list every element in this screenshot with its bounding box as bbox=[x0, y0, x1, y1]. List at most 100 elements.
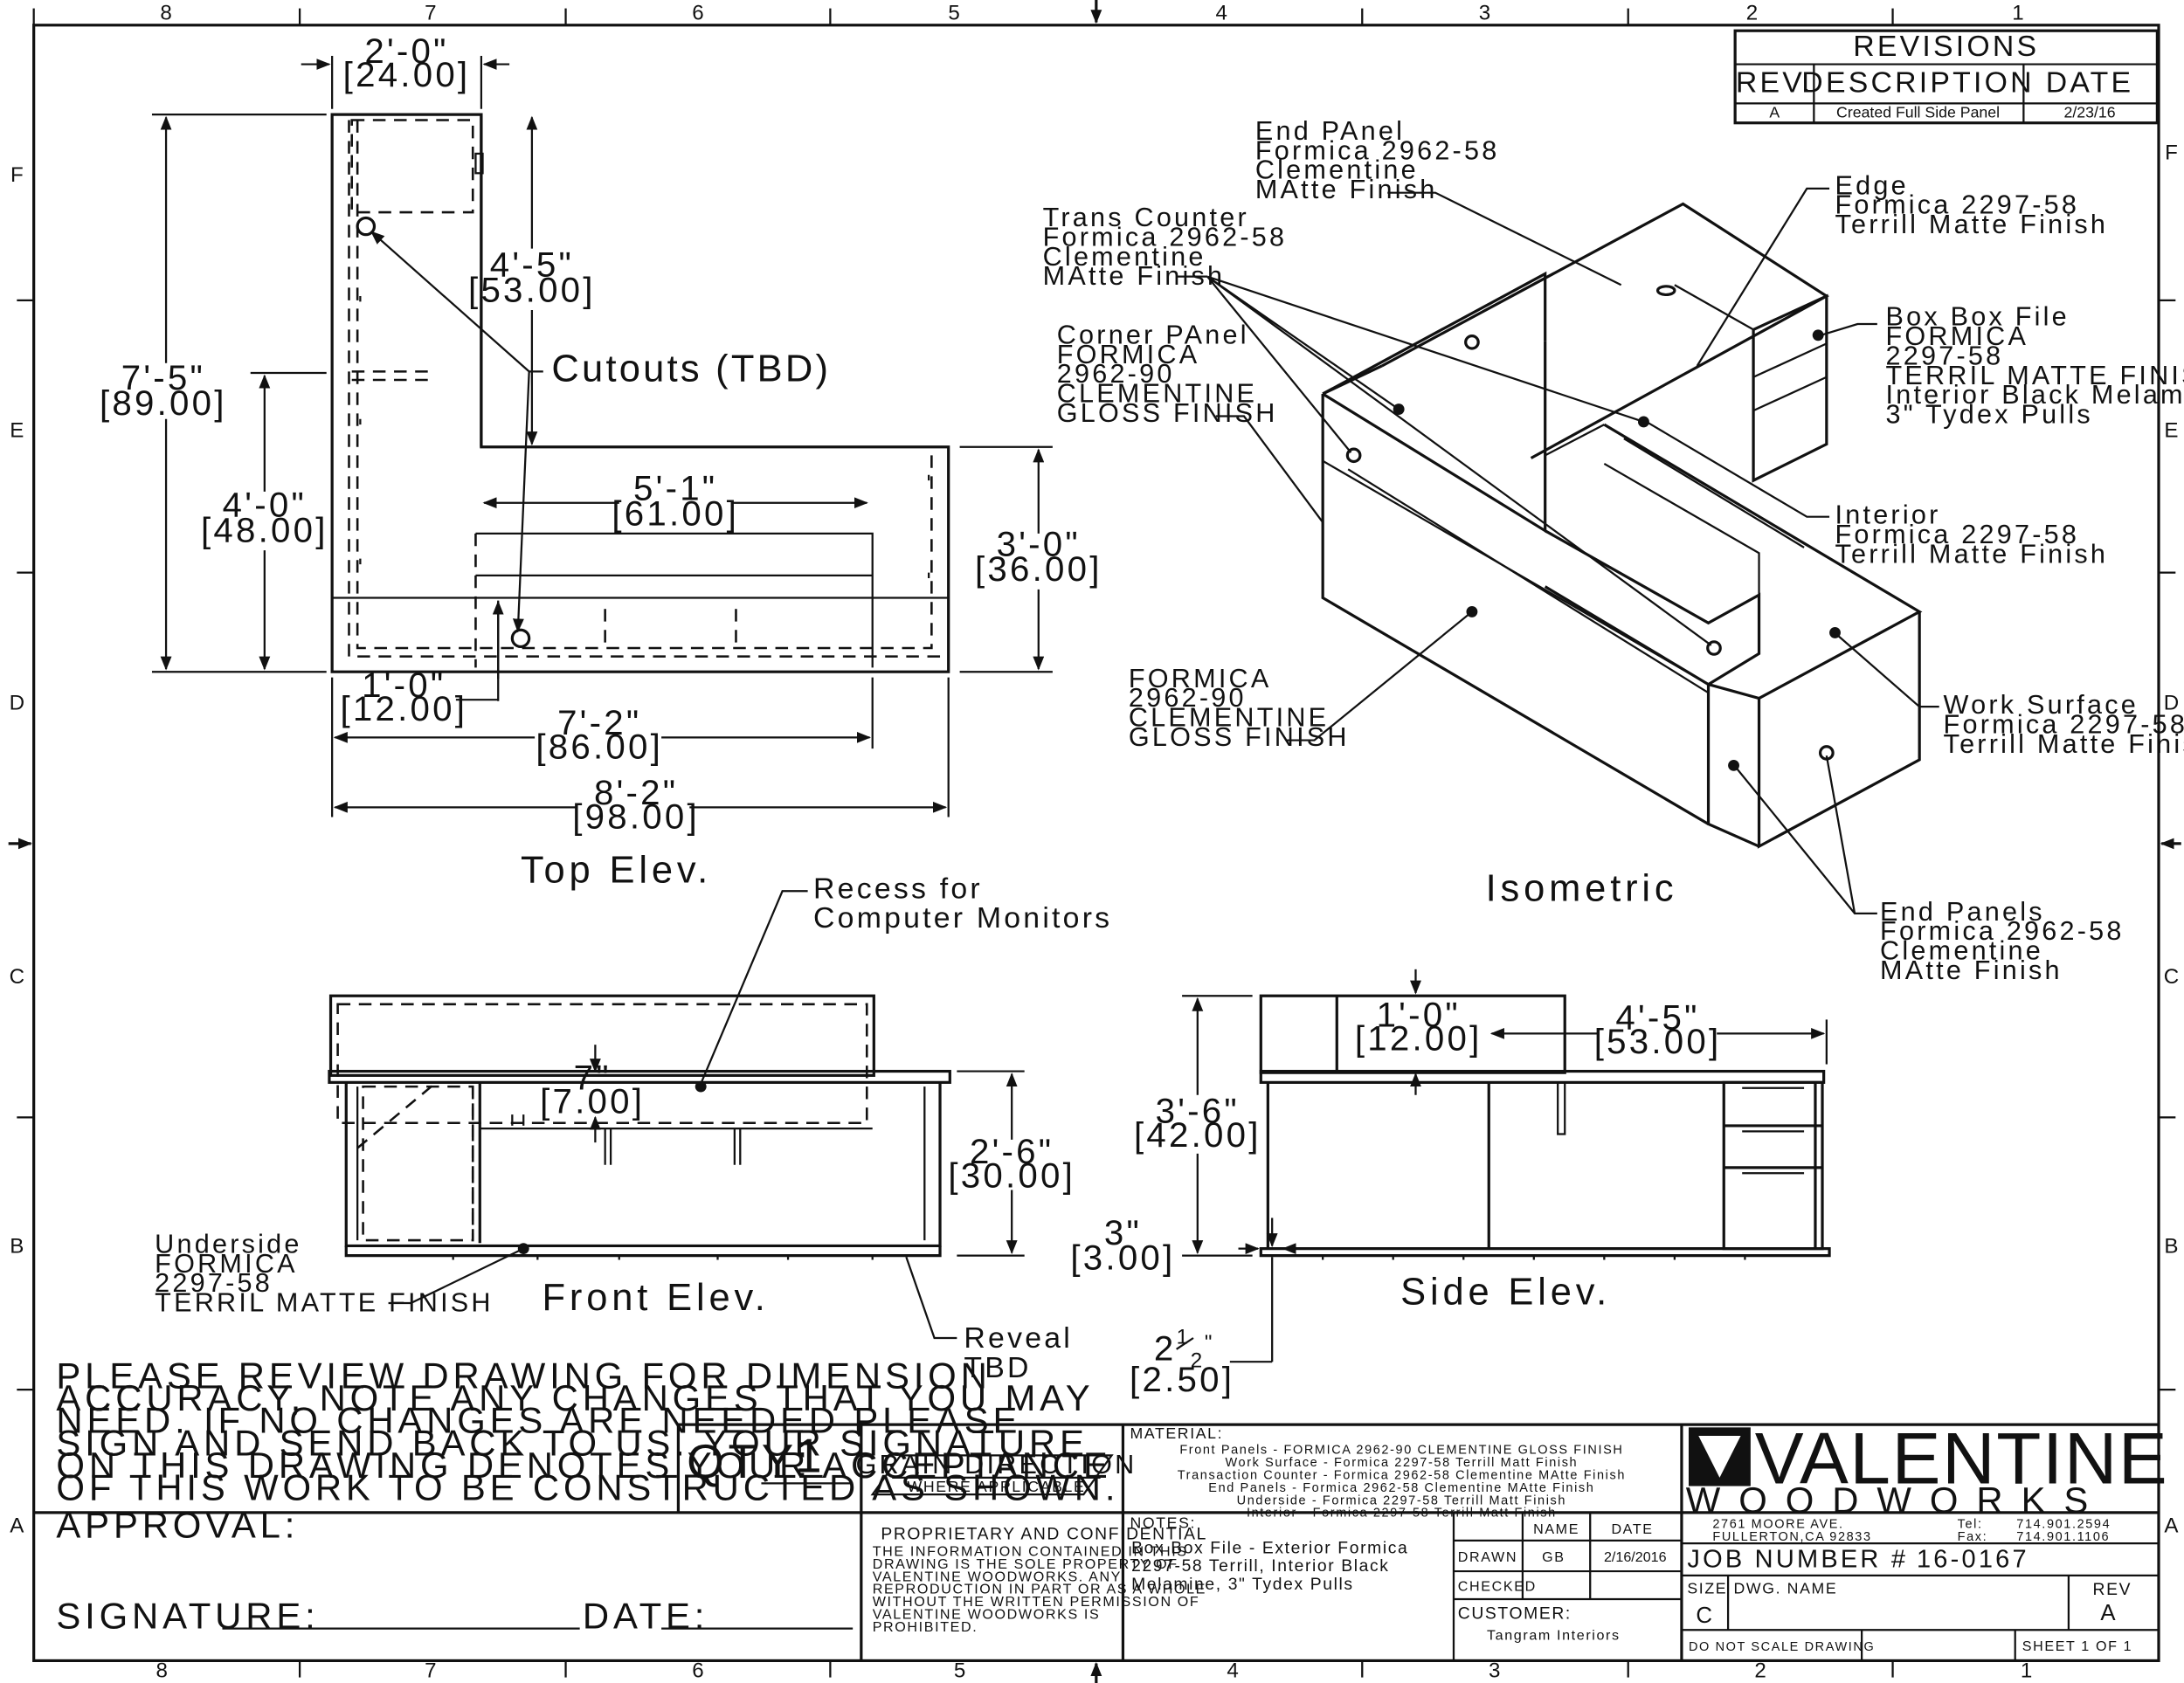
dim-top-24-ft: 2'-0" bbox=[364, 31, 448, 71]
revision-description: Created Full Side Panel bbox=[1836, 103, 2000, 121]
callout-line: GLOSS FINISH bbox=[1129, 722, 1350, 752]
job-number-value: 16-0167 bbox=[1917, 1545, 2029, 1573]
grid-row-label: C bbox=[2164, 965, 2179, 989]
grid-col-label: 8 bbox=[156, 1659, 168, 1683]
callout-line: 2962-90 bbox=[1057, 359, 1175, 389]
where-applicable-label: WHERE APPLICABLE bbox=[908, 1478, 1086, 1495]
dim-side-2-5-den: 2 bbox=[1191, 1349, 1202, 1373]
dim-top-61-in: [61.00] bbox=[612, 493, 739, 533]
dim-top-98-ft: 8'-2" bbox=[594, 773, 678, 812]
dim-top-48-in: [48.00] bbox=[201, 511, 328, 550]
dim-side-2-5-whole: 2 bbox=[1154, 1329, 1177, 1369]
dim-side-3-in: [3.00] bbox=[1070, 1238, 1175, 1278]
qty-value: 1 bbox=[795, 1430, 826, 1483]
dim-side-12-in: [12.00] bbox=[1355, 1019, 1482, 1059]
isometric-title: Isometric bbox=[1486, 868, 1678, 910]
grain-direction-label: GRAIN DIRECTION bbox=[855, 1450, 1137, 1480]
revision-date: 2/23/16 bbox=[2064, 103, 2116, 121]
callout-trans-counter: Trans Counter Formica 2962-58 Clementine… bbox=[1043, 203, 1284, 291]
material-line: Underside - Formica 2297-58 Terrill Matt… bbox=[1237, 1493, 1566, 1507]
dim-top-98-in: [98.00] bbox=[572, 797, 700, 836]
dim-top-86-ft: 7'-2" bbox=[557, 703, 641, 742]
recess-label-line2: Computer Monitors bbox=[813, 901, 1112, 935]
callout-interior: Interior Formica 2297-58 Terrill Matte F… bbox=[1835, 500, 2105, 569]
signature-label[interactable]: SIGNATURE: bbox=[56, 1596, 319, 1637]
sheet-label: SHEET 1 OF 1 bbox=[2022, 1638, 2132, 1654]
front-elev-title: Front Elev. bbox=[543, 1277, 770, 1319]
name-header: NAME bbox=[1533, 1521, 1579, 1537]
dim-top-36-in: [36.00] bbox=[975, 549, 1102, 589]
grid-col-label: 8 bbox=[160, 1, 171, 24]
material-label: MATERIAL: bbox=[1130, 1424, 1223, 1442]
dim-top-86-in: [86.00] bbox=[536, 727, 663, 766]
revisions-header-rev: REV. bbox=[1736, 66, 1814, 100]
grid-row-label: A bbox=[10, 1514, 24, 1537]
grid-col-label: 4 bbox=[1215, 1, 1227, 24]
callout-front-formica: FORMICA 2962-90 CLEMENTINE GLOSS FINISH bbox=[1129, 664, 1350, 752]
callout-line: FORMICA bbox=[1129, 664, 1272, 693]
callout-line: TERRIL MATTE FINISH bbox=[1886, 361, 2184, 390]
grid-col-label: 7 bbox=[425, 1659, 436, 1683]
dim-side-2-5-in: [2.50] bbox=[1130, 1360, 1234, 1399]
callout-line: Clementine bbox=[1043, 242, 1206, 272]
dim-top-36-ft: 3'-0" bbox=[997, 525, 1081, 564]
grid-col-label: 4 bbox=[1227, 1659, 1238, 1683]
review-note: PLEASE REVIEW DRAWING FOR DIMENSION ACCU… bbox=[56, 1355, 1119, 1508]
proprietary-title: PROPRIETARY AND CONFIDENTIAL bbox=[881, 1525, 1207, 1543]
dim-side-53-in: [53.00] bbox=[1594, 1022, 1722, 1061]
underside-line: Underside bbox=[155, 1230, 301, 1259]
callout-line: FORMICA bbox=[1886, 321, 2029, 351]
dim-side-12-ft: 1'-0" bbox=[1377, 996, 1461, 1035]
callout-line: Interior Black Melamine bbox=[1886, 380, 2184, 410]
callout-line: MAtte Finish bbox=[1255, 175, 1438, 204]
review-note-line: OF THIS WORK TO BE CONSTRUCTED AS SHOWN. bbox=[56, 1467, 1119, 1508]
dim-top-61-ft: 5'-1" bbox=[633, 469, 717, 508]
callout-line: FORMICA bbox=[1057, 340, 1200, 369]
callout-line: Formica 2297-58 bbox=[1835, 520, 2080, 549]
drawn-date: 2/16/2016 bbox=[1604, 1549, 1667, 1565]
callout-line: 2297-58 bbox=[1886, 341, 2004, 370]
underside-line: FORMICA bbox=[155, 1249, 298, 1279]
grid-col-label: 3 bbox=[1479, 1, 1490, 24]
notes-line: Box Box File - Exterior Formica bbox=[1131, 1539, 1408, 1557]
date-label[interactable]: DATE: bbox=[583, 1596, 708, 1637]
front-elevation-view: 7" [7.00] 2'-6" [30.00] Recess for Compu… bbox=[155, 872, 1112, 1383]
callout-line: CLEMENTINE bbox=[1129, 703, 1329, 733]
grid-row-label: F bbox=[10, 163, 24, 187]
callout-line: Formica 2297-58 bbox=[1835, 190, 2080, 220]
grid-row-label: F bbox=[2165, 141, 2178, 164]
customer-name: Tangram Interiors bbox=[1487, 1627, 1621, 1643]
review-note-line: ACCURACY, NOTE ANY CHANGES THAT YOU MAY bbox=[56, 1377, 1094, 1418]
material-list: Front Panels - FORMICA 2962-90 CLEMENTIN… bbox=[1178, 1444, 1625, 1521]
proprietary-line: THE INFORMATION CONTAINED IN THIS bbox=[873, 1544, 1188, 1560]
callout-line: Corner PAnel bbox=[1057, 320, 1249, 349]
sheet-border bbox=[8, 0, 2181, 1683]
isometric-view: End PAnel Formica 2962-58 Clementine MAt… bbox=[1043, 116, 2184, 985]
grid-col-label: 2 bbox=[1746, 1, 1758, 24]
review-note-line: PLEASE REVIEW DRAWING FOR DIMENSION bbox=[56, 1355, 991, 1397]
grid-row-labels: F E D C B A F E D C B A bbox=[10, 141, 2180, 1537]
dim-side-2-5-inch-mark: " bbox=[1205, 1331, 1213, 1355]
dim-top-12-in: [12.00] bbox=[340, 689, 467, 728]
proprietary-line: VALENTINE WOODWORKS IS bbox=[873, 1606, 1101, 1622]
grid-row-label: E bbox=[2164, 419, 2178, 443]
recess-label-line1: Recess for bbox=[813, 872, 983, 905]
dim-front-7-in: [7.00] bbox=[540, 1082, 645, 1121]
proprietary-line: REPRODUCTION IN PART OR AS A WHOLE bbox=[873, 1582, 1206, 1597]
grid-row-label: C bbox=[10, 965, 24, 989]
dim-top-89-in: [89.00] bbox=[100, 383, 227, 423]
callout-line: Interior bbox=[1835, 500, 1941, 530]
dim-top-48-ft: 4'-0" bbox=[223, 486, 307, 525]
drawn-name: GB bbox=[1542, 1549, 1565, 1565]
dwg-name-label: DWG. NAME bbox=[1734, 1580, 1838, 1597]
dim-front-30-in: [30.00] bbox=[948, 1155, 1075, 1195]
drawn-label: DRAWN bbox=[1458, 1549, 1517, 1565]
dim-top-53-ft: 4'-5" bbox=[490, 245, 574, 285]
company-name: VALENTINE bbox=[1755, 1417, 2169, 1500]
proprietary-text: THE INFORMATION CONTAINED IN THIS DRAWIN… bbox=[873, 1544, 1206, 1635]
proprietary-line: PROHIBITED. bbox=[873, 1619, 978, 1635]
callout-end-panels: End Panels Formica 2962-58 Clementine MA… bbox=[1880, 897, 2121, 985]
underside-line: 2297-58 bbox=[155, 1268, 273, 1298]
callout-corner-panel: Corner PAnel FORMICA 2962-90 CLEMENTINE … bbox=[1057, 320, 1275, 427]
revisions-header-date: DATE bbox=[2046, 66, 2134, 100]
